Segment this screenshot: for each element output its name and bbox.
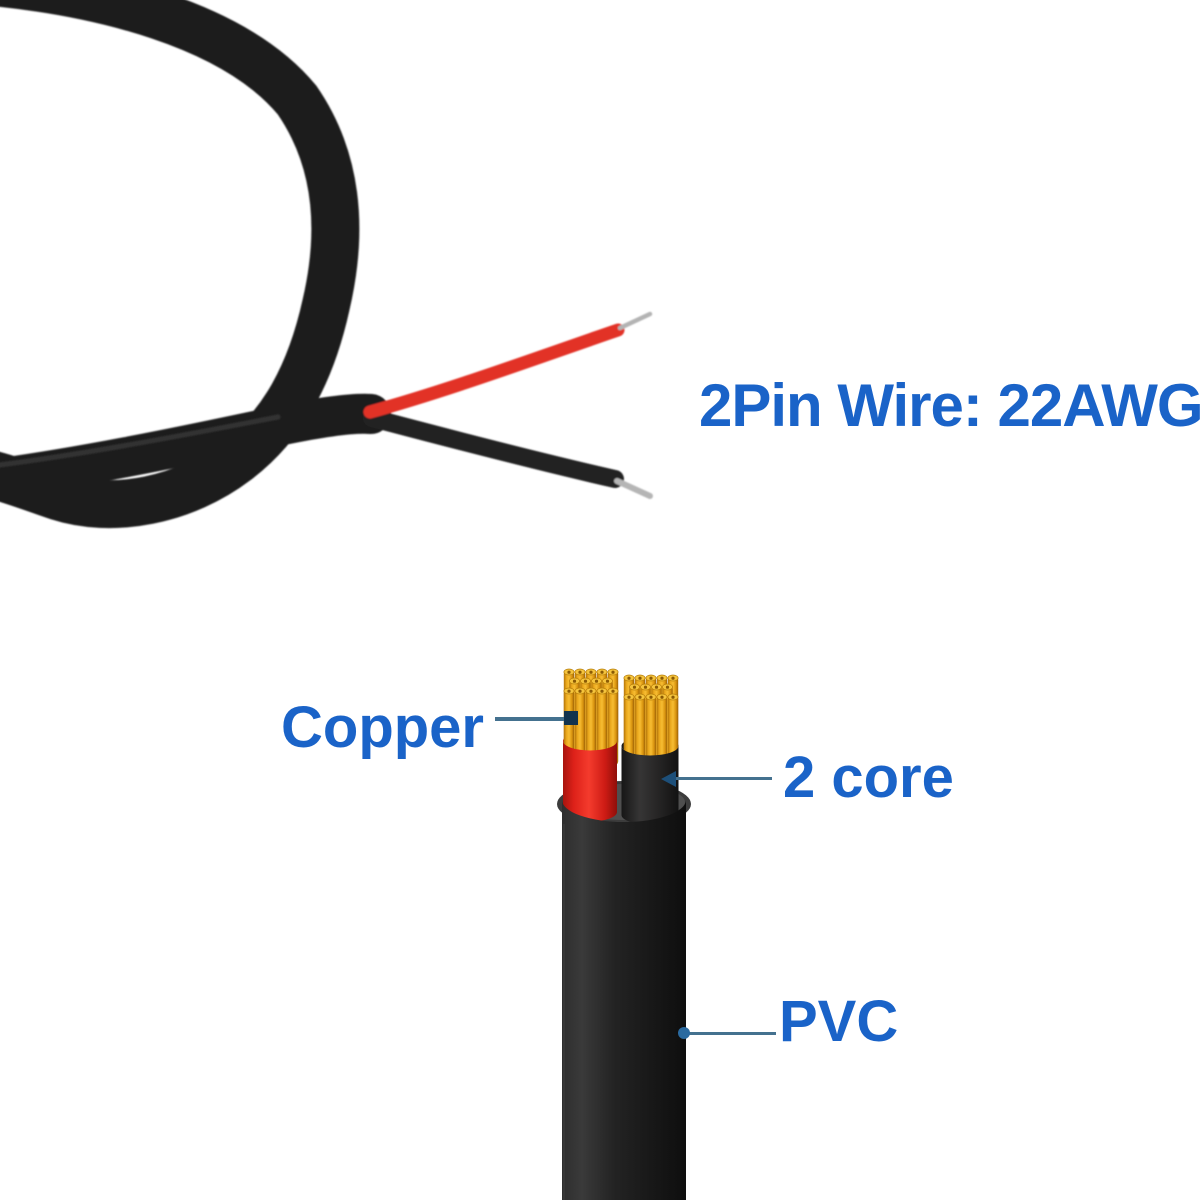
red-inner-wire <box>363 323 625 419</box>
core-label: 2 core <box>783 745 954 810</box>
copper-leader-line <box>495 717 569 721</box>
copper-leader-dot <box>564 711 578 725</box>
black-wire-bare-tip <box>614 478 653 499</box>
black-inner-wire <box>363 409 624 488</box>
cable-highlight <box>0 414 281 468</box>
red-core <box>563 668 619 822</box>
black-core <box>621 674 679 825</box>
cable-jacket-end <box>0 393 391 499</box>
pvc-leader-line <box>687 1032 776 1035</box>
pvc-label: PVC <box>779 989 899 1054</box>
red-wire-bare-tip <box>617 311 653 331</box>
pvc-leader-dot <box>678 1027 690 1039</box>
pvc-jacket-body <box>562 800 686 1200</box>
black-insulation <box>621 746 679 825</box>
cable-jacket-loop <box>0 0 360 529</box>
core-leader-dot <box>661 771 676 787</box>
core-leader-line <box>672 777 772 780</box>
product-title: 2Pin Wire: 22AWG <box>699 372 1200 439</box>
copper-label: Copper <box>281 695 484 760</box>
cable-photo <box>0 0 653 529</box>
cable-cross-section <box>557 668 691 1200</box>
red-insulation <box>563 741 617 822</box>
